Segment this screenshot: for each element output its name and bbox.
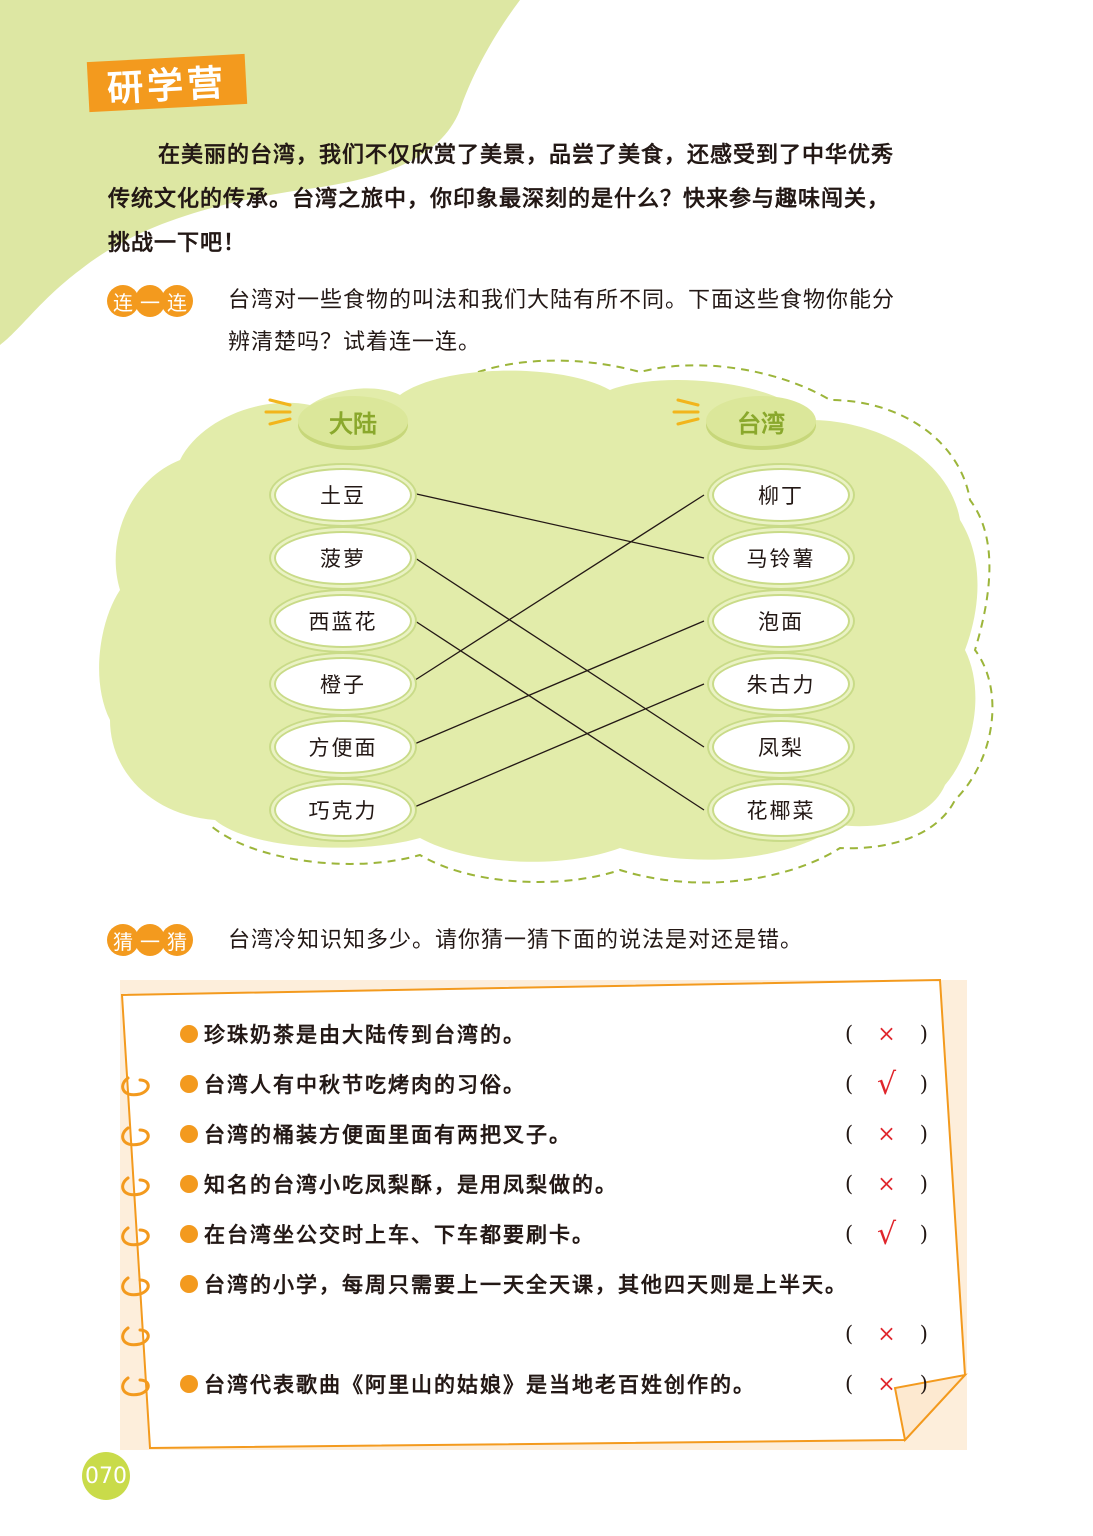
mainland-item[interactable]: 土豆	[274, 468, 412, 522]
guess-item: 知名的台湾小吃凤梨酥，是用凤梨做的。	[180, 1162, 940, 1206]
guess-badge-char-3: 猜	[161, 924, 193, 956]
guess-item: 台湾代表歌曲《阿里山的姑娘》是当地老百姓创作的。	[180, 1362, 940, 1406]
mainland-item[interactable]: 西蓝花	[274, 594, 412, 648]
guess-statement: 珍珠奶茶是由大陆传到台湾的。	[204, 1022, 526, 1047]
paren-close: )	[919, 1172, 930, 1196]
intro-paragraph: 在美丽的台湾，我们不仅欣赏了美景，品尝了美食，还感受到了中华优秀 传统文化的传承…	[108, 133, 978, 265]
guess-badge: 猜 一 猜	[107, 922, 193, 958]
bullet-icon	[180, 1225, 198, 1243]
paren-close: )	[919, 1072, 930, 1096]
guess-item: 台湾的桶装方便面里面有两把叉子。	[180, 1112, 940, 1156]
taiwan-item[interactable]: 凤梨	[712, 720, 850, 774]
cross-mark-icon: ×	[877, 1321, 898, 1347]
taiwan-item[interactable]: 柳丁	[712, 468, 850, 522]
paren-close: )	[919, 1322, 930, 1346]
check-mark-icon: √	[876, 1066, 899, 1102]
guess-statement: 台湾的桶装方便面里面有两把叉子。	[204, 1122, 572, 1147]
mainland-item[interactable]: 菠萝	[274, 531, 412, 585]
check-mark-icon: √	[876, 1216, 899, 1252]
answer-parens: ( √)	[845, 1067, 930, 1102]
match-line	[411, 492, 705, 559]
guess-statement: 知名的台湾小吃凤梨酥，是用凤梨做的。	[204, 1172, 618, 1197]
paren-open: (	[845, 1022, 856, 1046]
match-badge-char-2: 一	[135, 285, 165, 317]
mainland-item[interactable]: 橙子	[274, 657, 412, 711]
paren-open: (	[845, 1172, 856, 1196]
taiwan-item[interactable]: 马铃薯	[712, 531, 850, 585]
answer-parens: ( ×)	[845, 1022, 930, 1047]
taiwan-item[interactable]: 泡面	[712, 594, 850, 648]
section-title: 研学营	[86, 53, 248, 113]
match-line	[411, 620, 705, 746]
paren-close: )	[919, 1222, 930, 1246]
match-badge-char-1: 连	[107, 285, 139, 317]
bullet-icon	[180, 1175, 198, 1193]
match-line	[411, 683, 705, 809]
bullet-icon	[180, 1075, 198, 1093]
paren-close: )	[919, 1372, 930, 1396]
answer-parens: ( ×)	[845, 1172, 930, 1197]
match-line	[411, 494, 705, 683]
guess-statement: 台湾的小学，每周只需要上一天全天课，其他四天则是上半天。	[204, 1272, 848, 1297]
cross-mark-icon: ×	[877, 1171, 898, 1197]
match-instructions: 台湾对一些食物的叫法和我们大陆有所不同。下面这些食物你能分 辨清楚吗？试着连一连…	[228, 280, 988, 364]
mainland-item[interactable]: 方便面	[274, 720, 412, 774]
intro-line-1: 在美丽的台湾，我们不仅欣赏了美景，品尝了美食，还感受到了中华优秀	[158, 142, 895, 168]
bullet-icon	[180, 1125, 198, 1143]
paren-open: (	[845, 1122, 856, 1146]
guess-item: 台湾人有中秋节吃烤肉的习俗。	[180, 1062, 940, 1106]
intro-line-2: 传统文化的传承。台湾之旅中，你印象最深刻的是什么？快来参与趣味闯关，	[108, 186, 891, 212]
guess-instructions: 台湾冷知识知多少。请你猜一猜下面的说法是对还是错。	[228, 928, 804, 953]
cross-mark-icon: ×	[877, 1021, 898, 1047]
match-line	[411, 555, 705, 748]
taiwan-item[interactable]: 花椰菜	[712, 783, 850, 837]
guess-badge-char-2: 一	[135, 924, 165, 956]
match-badge: 连 一 连	[107, 283, 193, 319]
guess-badge-char-1: 猜	[107, 924, 139, 956]
taiwan-heading: 台湾	[706, 396, 816, 446]
match-text-line-2: 辨清楚吗？试着连一连。	[228, 330, 482, 355]
page-number: 070	[82, 1452, 130, 1500]
mainland-heading: 大陆	[298, 396, 408, 446]
match-badge-char-3: 连	[161, 285, 193, 317]
answer-parens: ( ×)	[845, 1122, 930, 1147]
intro-line-3: 挑战一下吧！	[108, 230, 247, 256]
paren-close: )	[919, 1022, 930, 1046]
guess-statement: 台湾代表歌曲《阿里山的姑娘》是当地老百姓创作的。	[204, 1372, 756, 1397]
answer-parens: ( √)	[845, 1217, 930, 1252]
cross-mark-icon: ×	[877, 1121, 898, 1147]
guess-item: 台湾的小学，每周只需要上一天全天课，其他四天则是上半天。	[180, 1262, 940, 1306]
answer-parens: ( ×)	[845, 1322, 930, 1347]
match-text-line-1: 台湾对一些食物的叫法和我们大陆有所不同。下面这些食物你能分	[228, 288, 896, 313]
paren-open: (	[845, 1222, 856, 1246]
paren-open: (	[845, 1322, 856, 1346]
guess-item: 在台湾坐公交时上车、下车都要刷卡。	[180, 1212, 940, 1256]
bullet-icon	[180, 1375, 198, 1393]
bullet-icon	[180, 1025, 198, 1043]
mainland-item[interactable]: 巧克力	[274, 783, 412, 837]
taiwan-item[interactable]: 朱古力	[712, 657, 850, 711]
cross-mark-icon: ×	[877, 1371, 898, 1397]
guess-statement: 在台湾坐公交时上车、下车都要刷卡。	[204, 1222, 595, 1247]
answer-parens: ( ×)	[845, 1372, 930, 1397]
paren-close: )	[919, 1122, 930, 1146]
paren-open: (	[845, 1372, 856, 1396]
paren-open: (	[845, 1072, 856, 1096]
guess-statement: 台湾人有中秋节吃烤肉的习俗。	[204, 1072, 526, 1097]
bullet-icon	[180, 1275, 198, 1293]
match-lines	[411, 492, 705, 811]
guess-item: 珍珠奶茶是由大陆传到台湾的。	[180, 1012, 940, 1056]
